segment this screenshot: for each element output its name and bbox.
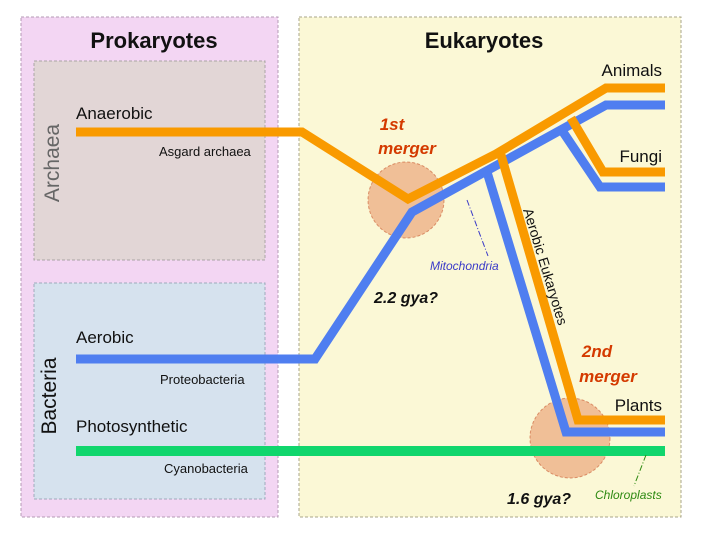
mitochondria-label: Mitochondria (430, 259, 499, 273)
animals-label: Animals (602, 61, 662, 80)
bacteria-box (33, 282, 266, 500)
plants-label: Plants (615, 396, 662, 415)
bacteria-label: Bacteria (38, 357, 61, 434)
merger-2-label-line1: 2nd (581, 342, 613, 361)
merger-1-label-line1: 1st (380, 115, 406, 134)
chloroplast-leader-line (633, 454, 647, 487)
aerobic-fungi-branch-line (557, 126, 665, 192)
merger-2-time-label: 1.6 gya? (507, 491, 571, 508)
anaerobic-fungi-branch-line (567, 115, 665, 177)
merger-1-time-label: 2.2 gya? (373, 290, 438, 307)
archaea-label: Archaea (41, 124, 64, 203)
cyanobacteria-label: Cyanobacteria (164, 461, 249, 476)
merger-1-label-line2: merger (378, 139, 437, 158)
photosynthetic-label: Photosynthetic (76, 417, 188, 436)
eukaryotes-title: Eukaryotes (425, 28, 544, 53)
anaerobic-lineage-line (76, 83, 665, 205)
prokaryotes-title: Prokaryotes (90, 28, 217, 53)
fungi-label: Fungi (619, 147, 662, 166)
merger-2-circle (529, 397, 611, 479)
archaea-box (33, 60, 266, 261)
aerobic-eukaryote-orange-branch (496, 153, 665, 425)
mitochondria-leader-line (466, 199, 489, 257)
asgard-archaea-label: Asgard archaea (159, 144, 252, 159)
aerobic-eukaryote-blue-branch (482, 170, 665, 437)
proteobacteria-label: Proteobacteria (160, 372, 245, 387)
aerobic-lineage-line (76, 100, 665, 364)
aerobic-label: Aerobic (76, 328, 134, 347)
merger-2-label-line2: merger (579, 367, 638, 386)
anaerobic-label: Anaerobic (76, 104, 153, 123)
chloroplasts-label: Chloroplasts (595, 488, 662, 502)
